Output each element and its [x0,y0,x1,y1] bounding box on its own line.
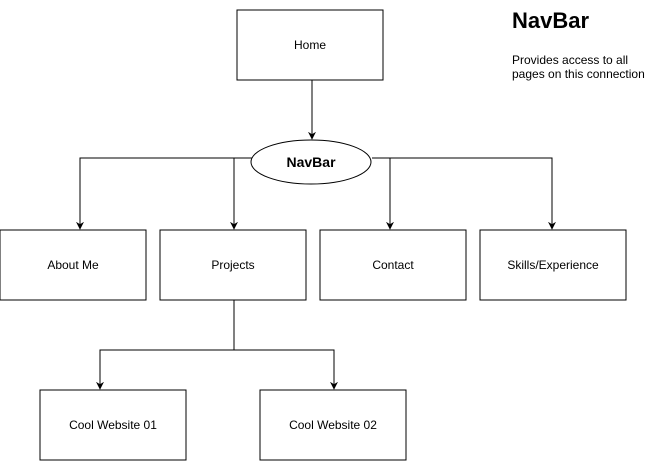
node-cool-website-01-label: Cool Website 01 [69,418,157,432]
legend-description: Provides access to all pages on this con… [512,53,645,81]
node-navbar: NavBar [250,139,372,185]
node-cool-website-02: Cool Website 02 [259,389,407,461]
edge-projects-cool2 [234,349,338,390]
edge-navbar-about [76,157,252,230]
edge-navbar-projects [230,157,252,230]
edge-navbar-skills [372,157,556,230]
node-projects: Projects [159,229,307,301]
node-skills-label: Skills/Experience [507,258,599,272]
node-cool-website-01: Cool Website 01 [39,389,187,461]
node-contact: Contact [319,229,467,301]
node-navbar-label: NavBar [286,154,336,170]
node-home-label: Home [294,38,326,52]
connectors [76,80,556,390]
node-projects-label: Projects [211,258,254,272]
node-about: About Me [0,229,147,301]
node-home: Home [236,9,384,81]
node-skills: Skills/Experience [479,229,627,301]
legend-title: NavBar [512,8,590,33]
edge-projects-cool1 [96,300,235,390]
node-cool-website-02-label: Cool Website 02 [289,418,377,432]
node-contact-label: Contact [372,258,414,272]
node-about-label: About Me [47,258,99,272]
legend-panel: NavBar Provides access to all pages on t… [512,8,670,81]
edge-navbar-contact [372,157,394,230]
